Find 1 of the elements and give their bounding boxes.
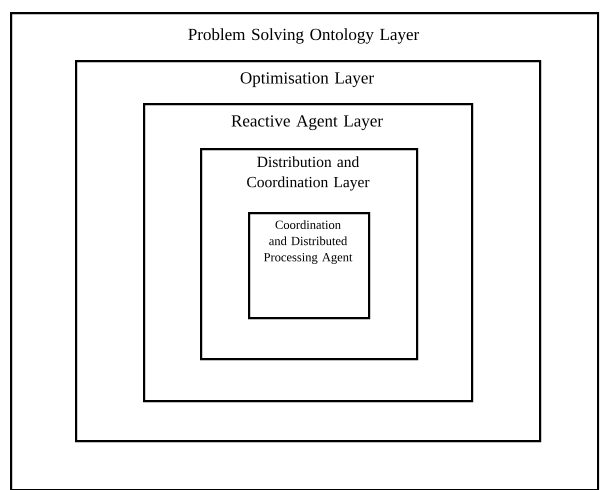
layer-box: Coordination and Distributed Processing Agent bbox=[248, 212, 370, 320]
